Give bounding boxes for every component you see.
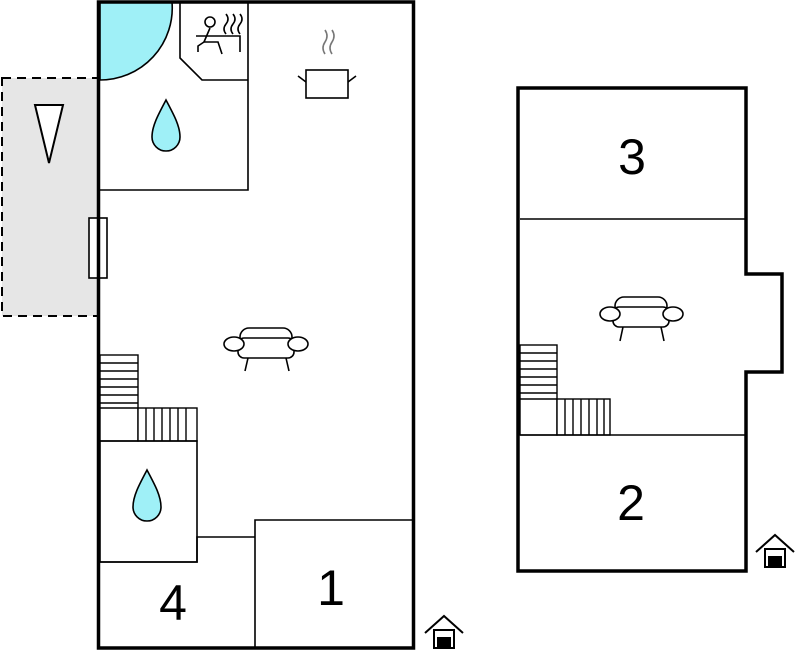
room-4-wall <box>100 536 255 563</box>
water-drop-icon <box>132 468 162 522</box>
entrance-house-icon <box>424 614 464 649</box>
sofa-icon <box>223 327 309 372</box>
stairs-icon <box>519 344 611 436</box>
room-2-label: 2 <box>617 475 645 531</box>
room-1-label: 1 <box>317 560 345 616</box>
upper-floor: 3 2 <box>516 86 795 573</box>
sofa-icon <box>599 296 684 342</box>
water-drop-icon <box>151 98 181 152</box>
ground-floor-outline <box>96 0 416 650</box>
ground-floor: 4 1 <box>1 0 464 650</box>
terrace-icon <box>33 104 65 164</box>
sauna-wall <box>179 2 248 81</box>
upper-floor-outline <box>516 86 784 573</box>
shower-area <box>99 1 174 81</box>
bathroom-wall <box>100 2 249 191</box>
room-4-label: 4 <box>159 575 187 631</box>
stairs-icon <box>99 354 198 442</box>
room-3-label: 3 <box>618 129 646 185</box>
room-1-wall <box>254 519 413 648</box>
entrance-house-icon <box>755 533 795 568</box>
cooking-pot-icon <box>297 29 357 99</box>
sauna-icon <box>196 13 243 55</box>
